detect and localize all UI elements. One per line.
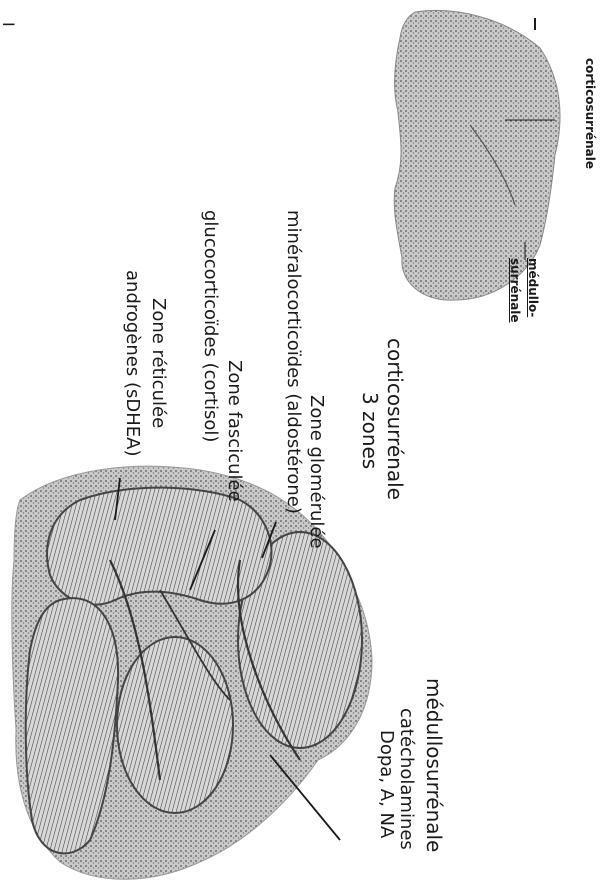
label-medullo-line2: surrénale <box>508 258 522 323</box>
label-zone-fasciculee-hormone: glucocorticoïdes (cortisol) <box>200 210 220 442</box>
medulla-class: catécholamines <box>396 708 416 850</box>
label-zone-reticulee: Zone réticulée <box>148 298 168 428</box>
label-zone-fasciculee: Zone fasciculée <box>224 360 244 502</box>
medulla-heading: médullosurrénale <box>424 678 444 852</box>
label-zone-glomerulee-hormone: minéralocorticoïdes (aldostérone) <box>283 210 303 514</box>
label-zone-glomerulee: Zone glomérulée <box>306 395 326 549</box>
cortex-zone-count: 3 zones <box>360 392 380 469</box>
label-corticosurrenale-small: corticosurrénale <box>583 58 597 169</box>
section-marker: I <box>0 22 18 27</box>
label-medullo-line1: médullo- <box>526 258 540 317</box>
cortex-heading: corticosurrénale <box>385 338 405 500</box>
label-zone-reticulee-hormone: androgènes (sDHEA) <box>122 270 142 456</box>
medulla-hormones: Dopa, A, NA <box>376 730 396 838</box>
adrenal-gland-overview <box>394 11 560 301</box>
